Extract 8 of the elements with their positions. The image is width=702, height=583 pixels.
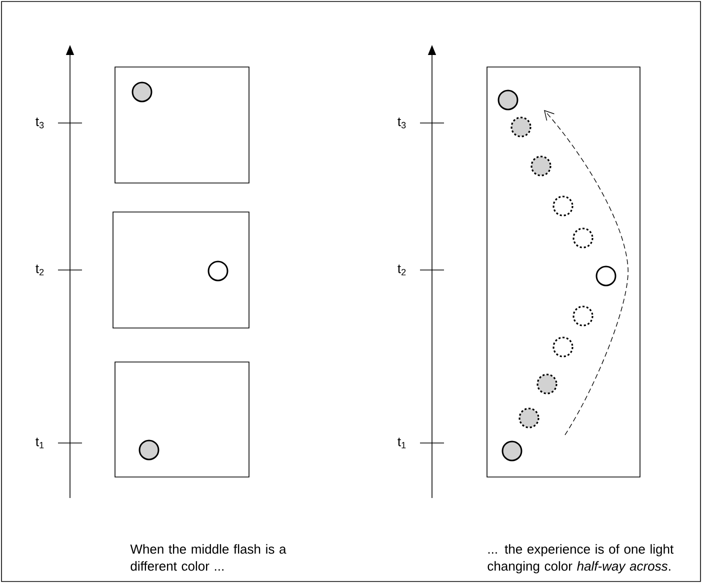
- tick-label: t$_{1}$: [398, 438, 406, 448]
- caption-text: ... the experience is of one light changing color half-way across.: [488, 544, 674, 574]
- tick-label: t$_{1}$: [36, 438, 44, 448]
- caption-text: When the middle flash is a different color ...: [130, 544, 286, 571]
- tick-label: t$_{2}$: [398, 264, 406, 276]
- tick-label: t$_{2}$: [36, 264, 44, 276]
- tick-label: t$_{3}$: [36, 118, 44, 128]
- tick-label: t$_{3}$: [398, 118, 406, 128]
